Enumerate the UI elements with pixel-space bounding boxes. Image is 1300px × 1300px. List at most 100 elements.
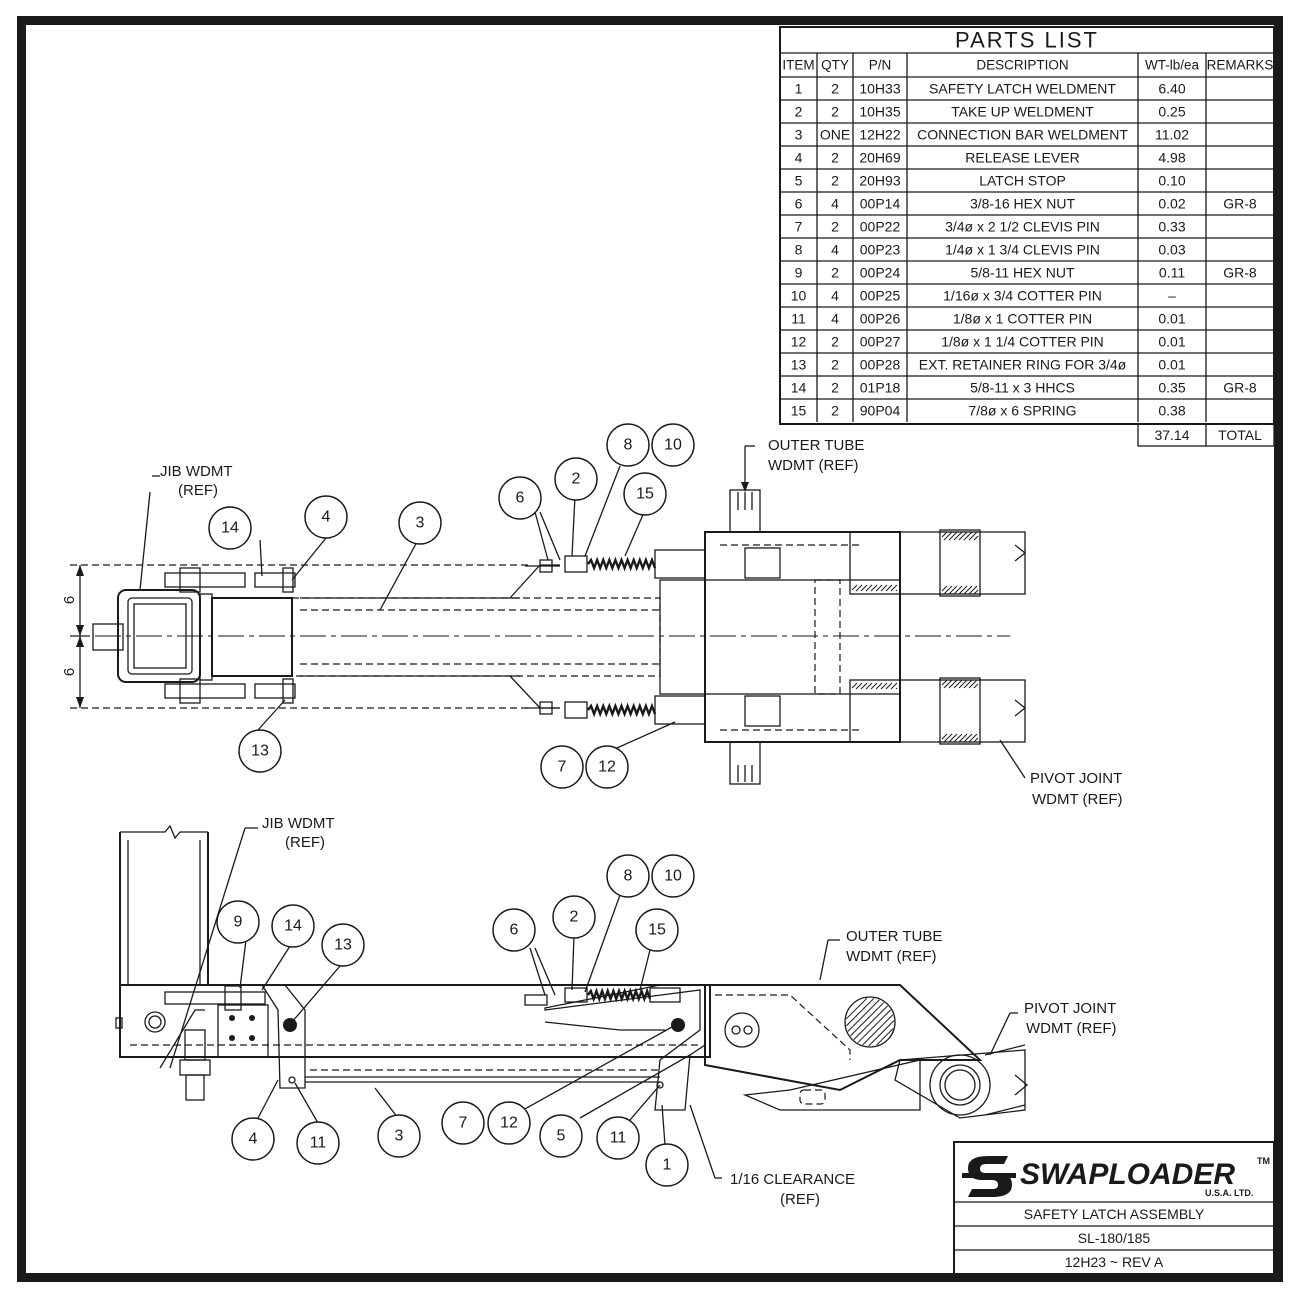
parts-list-cell: 4: [831, 242, 839, 258]
hatch-line: [885, 682, 893, 690]
hatch-line: [948, 585, 958, 595]
parts-list-cell: 3/4ø x 2 1/2 CLEVIS PIN: [945, 219, 1100, 235]
hatch-line: [953, 531, 963, 541]
parts-list-cell: 00P24: [860, 265, 901, 281]
top-jib-ref-line2: (REF): [178, 482, 218, 499]
svg-text:11: 11: [310, 1135, 327, 1152]
parts-list-cell: 1: [795, 81, 803, 97]
svg-text:1: 1: [663, 1157, 672, 1174]
svg-text:14: 14: [221, 520, 239, 537]
parts-list-cell: 00P14: [860, 196, 901, 212]
hatch-line: [890, 584, 898, 592]
drawing-border: [17, 16, 1283, 1282]
svg-text:9: 9: [234, 914, 243, 931]
svg-text:10: 10: [664, 437, 682, 454]
parts-list-cell: CONNECTION BAR WELDMENT: [917, 127, 1128, 143]
balloon-side-5: 5: [539, 1114, 583, 1158]
brand-trademark: TM: [1257, 1156, 1270, 1166]
parts-list-cell: 4: [831, 311, 839, 327]
hatch-line: [870, 584, 878, 592]
svg-text:8: 8: [624, 437, 633, 454]
hatch-line: [868, 1020, 895, 1047]
parts-list-cell: 0.33: [1158, 219, 1185, 235]
hatch-line: [857, 1009, 892, 1044]
side-outer-tube-ref-line1: OUTER TUBE: [846, 928, 942, 945]
parts-list-cell: 1/16ø x 3/4 COTTER PIN: [943, 288, 1102, 304]
parts-list-cell: –: [1168, 288, 1176, 304]
hatch-line: [968, 531, 978, 541]
parts-list-header-5: REMARKS: [1207, 58, 1274, 73]
parts-list-cell: 00P25: [860, 288, 901, 304]
hatch-line: [973, 683, 979, 689]
parts-list-cell: 20H93: [859, 173, 900, 189]
parts-list-cell: 7/8ø x 6 SPRING: [968, 403, 1076, 419]
hatch-line: [855, 682, 863, 690]
svg-text:2: 2: [572, 471, 581, 488]
total-label: TOTAL: [1218, 427, 1262, 443]
parts-list-cell: 0.38: [1158, 403, 1185, 419]
side-jib-ref-line1: JIB WDMT: [262, 815, 335, 832]
clearance-ref-line1: 1/16 CLEARANCE: [730, 1171, 855, 1188]
parts-list-cell: 2: [831, 334, 839, 350]
parts-list-cell: 4: [831, 196, 839, 212]
hatch-line: [953, 679, 963, 689]
hatch-line: [943, 585, 953, 595]
svg-text:7: 7: [459, 1115, 468, 1132]
parts-list-cell: 12: [791, 334, 807, 350]
parts-list-cell: 01P18: [860, 380, 901, 396]
hatch-line: [973, 589, 979, 595]
dimension-lower: 6: [61, 668, 78, 676]
svg-text:14: 14: [284, 918, 302, 935]
hatch-line: [973, 737, 979, 743]
balloon-top-13: 13: [238, 729, 282, 773]
parts-list-header-3: DESCRIPTION: [976, 58, 1068, 73]
hatch-line: [953, 733, 963, 743]
parts-list-cell: TAKE UP WELDMENT: [951, 104, 1094, 120]
parts-list-cell: 2: [831, 380, 839, 396]
top-outer-tube-ref-line2: WDMT (REF): [768, 457, 859, 474]
svg-text:13: 13: [251, 743, 269, 760]
parts-list-cell: 2: [795, 104, 803, 120]
hatch-line: [880, 682, 888, 690]
parts-list-cell: 0.25: [1158, 104, 1185, 120]
svg-text:15: 15: [648, 922, 666, 939]
parts-list-cell: 11.02: [1155, 127, 1189, 143]
title-block: SWAPLOADER TM U.S.A. LTD. SAFETY LATCH A…: [953, 1141, 1275, 1275]
hatch-line: [958, 531, 968, 541]
svg-text:6: 6: [510, 922, 519, 939]
svg-text:4: 4: [249, 1131, 258, 1148]
top-jib-ref-line1: JIB WDMT: [160, 463, 233, 480]
spring-icon: [587, 556, 657, 572]
parts-list-cell: 00P23: [860, 242, 901, 258]
balloon-side-12: 12: [487, 1101, 531, 1145]
parts-list-cell: 2: [831, 104, 839, 120]
top-view: 6 6: [61, 423, 1123, 808]
parts-list-cell: 6.40: [1158, 81, 1185, 97]
parts-list-cell: 0.35: [1158, 380, 1185, 396]
balloon-top-12: 12: [585, 745, 629, 789]
parts-list-cell: 5: [795, 173, 803, 189]
svg-text:13: 13: [334, 937, 352, 954]
balloon-side-11a: 11: [296, 1121, 340, 1165]
side-view: JIB WDMT (REF) OUTER TUBE WDMT (REF) PIV…: [115, 815, 1117, 1208]
parts-list-cell: 4: [831, 288, 839, 304]
balloon-top-10: 10: [651, 423, 695, 467]
model-number: SL-180/185: [1078, 1230, 1151, 1246]
svg-text:12: 12: [500, 1115, 518, 1132]
hatch-line: [860, 682, 868, 690]
parts-list-cell: 2: [831, 357, 839, 373]
parts-list-cell: ONE: [820, 127, 850, 143]
hatch-line: [941, 531, 948, 538]
svg-text:10: 10: [664, 868, 682, 885]
balloon-top-3: 3: [398, 501, 442, 545]
parts-list-cell: 0.01: [1158, 357, 1185, 373]
balloon-side-6: 6: [492, 908, 536, 952]
svg-text:11: 11: [610, 1130, 627, 1147]
parts-list-cell: 9: [795, 265, 803, 281]
svg-text:6: 6: [516, 490, 525, 507]
balloon-top-4: 4: [304, 495, 348, 539]
parts-list-title: PARTS LIST: [955, 28, 1099, 53]
hatch-line: [963, 733, 973, 743]
parts-list-cell: EXT. RETAINER RING FOR 3/4ø: [919, 357, 1127, 373]
